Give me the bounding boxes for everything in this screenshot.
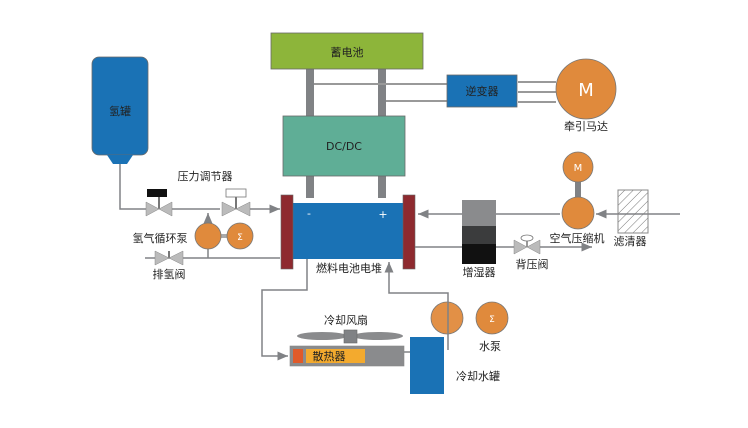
pump-symbol: Σ xyxy=(237,233,243,243)
water-pump[interactable]: Σ 水泵 xyxy=(430,301,509,353)
stack-minus-terminal: - xyxy=(307,207,311,220)
hydrogen-lines xyxy=(119,164,280,259)
h2-recirculation-pump-label: 氢气循环泵 xyxy=(133,231,188,245)
water-pump-label: 水泵 xyxy=(479,340,501,353)
humidifier[interactable]: 增湿器 xyxy=(462,200,496,279)
traction-motor[interactable]: M 牵引马达 xyxy=(555,58,617,133)
fuel-cell-stack[interactable]: - + 燃料电池电堆 xyxy=(280,194,416,275)
hydrogen-tank[interactable]: 氢罐 xyxy=(91,56,149,164)
purge-valve[interactable] xyxy=(154,250,184,266)
filter-label: 滤清器 xyxy=(614,235,647,248)
cooling-fan[interactable]: 冷却风扇 xyxy=(297,313,403,344)
purge-valve-label: 排氢阀 xyxy=(153,267,186,281)
battery-label: 蓄电池 xyxy=(331,46,364,59)
coolant-tank-label: 冷却水罐 xyxy=(456,370,500,383)
water-pump-symbol: Σ xyxy=(489,315,495,325)
coolant-tank[interactable]: 冷却水罐 xyxy=(410,337,500,394)
radiator-label: 散热器 xyxy=(313,349,346,363)
air-compressor[interactable]: M 空气压缩机 xyxy=(550,151,605,245)
air-filter[interactable]: 滤清器 xyxy=(614,189,649,248)
pressure-regulator-valve-1[interactable] xyxy=(145,189,173,217)
stack-plus-terminal: + xyxy=(378,208,387,221)
humidifier-label: 增湿器 xyxy=(463,265,496,279)
traction-motor-label: 牵引马达 xyxy=(564,119,608,133)
h2-recirculation-pump[interactable]: Σ xyxy=(194,222,254,250)
air-compressor-label: 空气压缩机 xyxy=(550,231,605,245)
inverter-label: 逆变器 xyxy=(466,84,499,98)
compressor-motor-symbol: M xyxy=(574,163,583,174)
motor-symbol: M xyxy=(578,80,594,101)
stack-label: 燃料电池电堆 xyxy=(316,261,382,275)
pressure-regulator-valve-2[interactable] xyxy=(221,188,251,217)
battery[interactable]: 蓄电池 xyxy=(270,32,424,70)
back-pressure-valve-label: 背压阀 xyxy=(516,257,549,271)
inverter[interactable]: 逆变器 xyxy=(446,74,518,108)
radiator[interactable]: 散热器 xyxy=(289,345,405,367)
dcdc-converter[interactable]: DC/DC xyxy=(282,115,406,177)
cooling-fan-label: 冷却风扇 xyxy=(324,313,368,327)
hydrogen-tank-label: 氢罐 xyxy=(109,104,131,118)
back-pressure-valve[interactable]: 背压阀 xyxy=(513,234,549,271)
dcdc-label: DC/DC xyxy=(326,140,362,153)
pressure-regulator-label: 压力调节器 xyxy=(178,170,233,183)
